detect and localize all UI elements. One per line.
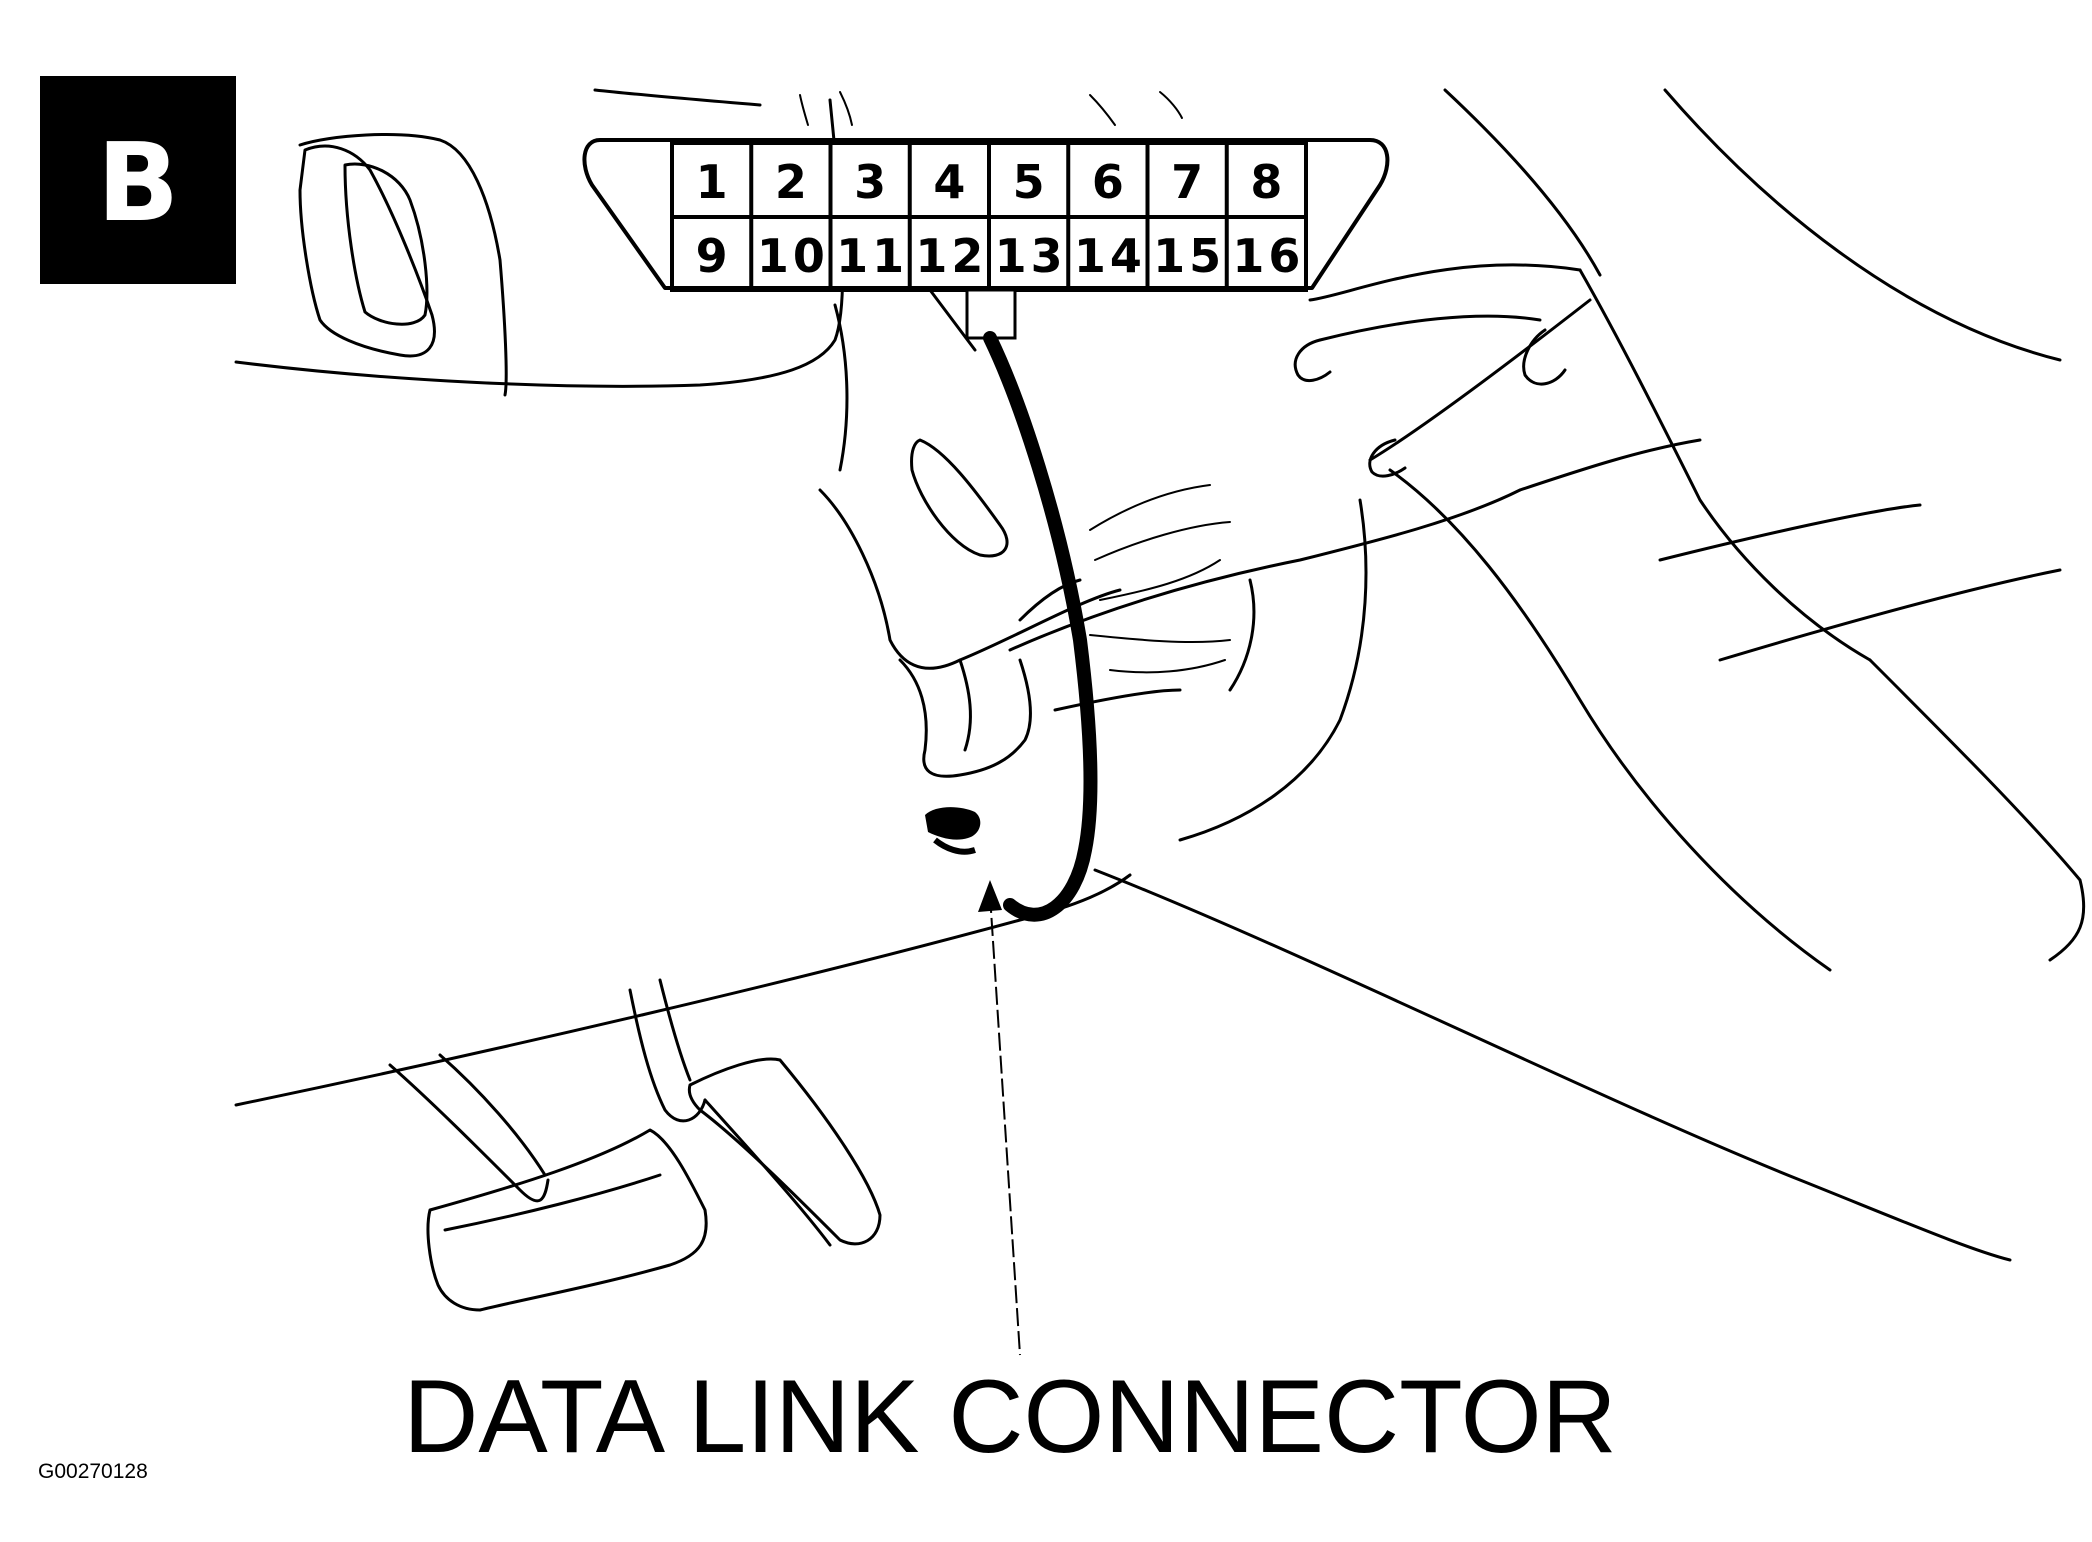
right-dash-line-4 (1663, 88, 2062, 362)
console-side-line (1388, 468, 1832, 972)
column-opening (910, 438, 1009, 558)
floor-line-1 (1658, 503, 1922, 562)
brake-pedal-pad-edge (443, 1173, 662, 1232)
brake-arm-1 (388, 1063, 550, 1203)
pin-label: 2 (775, 155, 807, 209)
dash-outline-left (298, 133, 508, 397)
brake-arm-2 (438, 1053, 547, 1177)
wire-strand-3 (1099, 559, 1221, 601)
pin-label: 3 (854, 155, 886, 209)
lever-detail (958, 658, 972, 752)
clip-c-3 (1522, 328, 1567, 386)
wire-strand-1 (1089, 484, 1211, 531)
dash-tick-4 (1159, 91, 1183, 119)
pin-column-dividers (749, 143, 1229, 290)
accel-pedal-edge (703, 1098, 832, 1247)
connector-trapezoid (582, 138, 1390, 290)
clip-c-1 (1293, 338, 1332, 383)
brake-pedal-pad (426, 1128, 708, 1312)
wire-strand-2 (1094, 521, 1231, 561)
leader-arrowhead (978, 880, 1002, 912)
figure-code: G00270128 (38, 1460, 148, 1483)
accel-pedal-pad (687, 1057, 882, 1246)
wire-strand-5 (1109, 659, 1226, 674)
badge-box (40, 76, 236, 284)
pin-label: 5 (1013, 155, 1045, 209)
wire-strand-4 (1089, 634, 1231, 644)
pin-label: 8 (1250, 155, 1282, 209)
left-vent (298, 144, 436, 358)
dash-tick-3 (1089, 94, 1116, 126)
dash-clip-line (1518, 438, 1702, 492)
pin-label: 6 (1092, 155, 1124, 209)
lower-panel-edge (234, 873, 1132, 1107)
connector-tab (965, 288, 1017, 340)
connector-plug (925, 807, 981, 840)
column-cover-lower (818, 488, 1122, 670)
floor-console-line (1093, 868, 2012, 1262)
connector-cable (983, 331, 1098, 922)
pin-label: 1 (696, 155, 728, 209)
floor-line-2 (1718, 568, 2062, 662)
dash-right-diag (1368, 298, 1592, 462)
dash-tick-1 (799, 94, 809, 126)
knee-panel-curve (1178, 498, 1368, 842)
accel-arm-1 (628, 988, 707, 1123)
leader-line (989, 894, 1021, 1356)
accel-arm-2 (658, 978, 692, 1082)
pin-label: 7 (1171, 155, 1203, 209)
lever-housing (898, 658, 1032, 778)
a-pillar-line (1578, 268, 1872, 662)
dash-top-line-1 (593, 88, 762, 107)
badge-letter: B (97, 121, 179, 246)
callout-label: DATA LINK CONNECTOR (403, 1359, 1617, 1475)
column-upper-edge (928, 288, 977, 352)
clip-c-2 (1368, 438, 1407, 478)
right-dash-line-1 (1308, 263, 1582, 302)
right-dash-line-2 (1318, 314, 1542, 342)
figure-badge: B (40, 76, 236, 284)
door-sill-line (1868, 658, 2086, 962)
column-left-edge (833, 303, 849, 472)
pin-label: 9 (696, 229, 728, 283)
lever-lower (1053, 688, 1182, 712)
knee-panel-top (1008, 488, 1522, 652)
pin-label: 4 (933, 155, 965, 209)
knee-panel-inner (1228, 578, 1256, 692)
dashboard-line-art (234, 88, 2086, 1312)
dash-tick-2 (839, 91, 853, 126)
left-vent-inner (343, 162, 429, 326)
right-dash-line-3 (1443, 88, 1602, 277)
connector-plug-lower (933, 837, 976, 855)
callout-leader (978, 880, 1021, 1356)
